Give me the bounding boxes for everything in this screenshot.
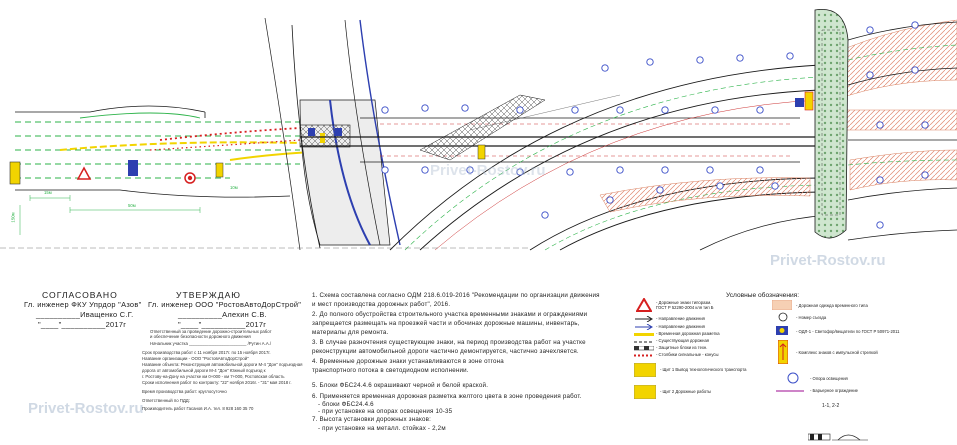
approval-left-role: Гл. инженер ФКУ Упрдор "Азов"	[24, 300, 142, 309]
dimension-label-15: 15м	[44, 190, 52, 195]
watermark-right: Privet-Rostov.ru	[770, 252, 886, 269]
warning-sign-icon	[636, 298, 652, 312]
details-line-1: Срок производства работ с 11 ноября 2017…	[142, 350, 271, 355]
note-line: 2. До полного обустройства строительного…	[312, 311, 588, 318]
responsible-line-2: и обеспечение безопасности дорожного дви…	[150, 334, 251, 339]
existing-marking-icon	[634, 341, 654, 343]
note-line: 4. Временные дорожные знаки устанавливаю…	[312, 358, 504, 365]
legend-item: - Временная дорожная разметка	[656, 331, 720, 336]
temp-pavement-icon	[772, 300, 792, 310]
barrier-icon	[776, 390, 804, 392]
approval-right-heading: УТВЕРЖДАЮ	[176, 290, 241, 300]
signal-light-icon	[776, 326, 788, 335]
dimension-label-10: 10м	[230, 185, 238, 190]
note-line: 1. Схема составлена согласно ОДМ 218.6.0…	[312, 292, 600, 299]
ramp-number-icon	[778, 312, 788, 322]
legend-item: - Защитные блоки из техн.	[656, 345, 708, 350]
watermark-bottom-left: Privet-Rostov.ru	[28, 400, 144, 417]
note-line: - при установке на металл. стойках - 2,2…	[318, 425, 446, 432]
responsible-line-3: Начальник участка ______________________…	[150, 341, 272, 346]
details-line-3: Название объекта: Реконструкция автомоби…	[142, 362, 303, 367]
legend-item: - Направление движения	[656, 316, 705, 321]
approval-left-heading: СОГЛАСОВАНО	[42, 290, 118, 300]
note-line: реконструкции автомобильной дороги части…	[312, 348, 579, 355]
details-line-8: Ответственный по ПДД:	[142, 398, 190, 403]
note-line: 5. Блоки ФБС24.4.6 окрашивают черной и б…	[312, 382, 489, 389]
responsible-line-1: Ответственный за проведение дорожно-стро…	[150, 329, 272, 334]
temp-marking-icon	[634, 333, 654, 336]
legend-item: - Щит 1 Вывод технологического транспорт…	[660, 367, 747, 372]
details-line-5: г. Ростову-на-Дону на участке км 0+000 -…	[142, 374, 285, 379]
protective-blocks-icon	[634, 346, 654, 351]
details-line-4: дорога от автомобильной дороги М-4 "Дон"…	[142, 368, 266, 373]
legend-item: - Дорожные знаки типоразм. ГОСТ Р 52290-…	[656, 300, 714, 310]
section-detail-icon	[808, 433, 868, 441]
approval-right-role: Гл. инженер ООО "РостовАвтоДорСтрой"	[148, 300, 302, 309]
shield-1-icon	[634, 363, 656, 377]
arrow-right-icon	[635, 316, 653, 322]
note-line: запрещается размещать на проезжей части …	[312, 320, 580, 327]
section-label: 1-1, 2-2	[822, 403, 840, 409]
approval-right-date: "____"__________2017г	[178, 320, 267, 329]
legend-item: - Существующая дорожная	[656, 338, 710, 343]
note-line: материалы для ремонта.	[312, 329, 389, 336]
legend-title: Условные обозначения:	[726, 292, 800, 299]
details-line-7: Время производства работ: круглосуточно	[142, 389, 227, 394]
legend-item: - Комплекс знаков с импульсной стрелкой	[796, 350, 878, 355]
approval-left-date: "____"__________2017г	[38, 320, 127, 329]
shield-2-icon	[634, 385, 656, 399]
legend-item: - Направление движения	[656, 324, 705, 329]
arrow-sign-complex-icon	[778, 340, 788, 364]
lighting-pole-icon	[787, 372, 799, 384]
approval-right-signature: __________Алехин С.В.	[178, 310, 267, 319]
road-plan-drawing	[0, 8, 957, 251]
dimension-label-150: 150м	[10, 212, 16, 223]
note-line: 7. Высота установки дорожных знаков:	[312, 416, 431, 423]
details-line-6: Сроки исполнения работ по контракту: "22…	[142, 380, 292, 385]
legend-item: - Дорожная одежда временного типа	[796, 303, 868, 308]
note-line: и мест производства дорожных работ", 201…	[312, 301, 451, 308]
approval-left-signature: __________Иващенко С.Г.	[36, 310, 134, 319]
details-line-2: Название организации - ООО "РостовАвтоДо…	[142, 356, 249, 361]
note-line: - блоки ФБС24.4.6	[318, 401, 374, 408]
note-line: - при установке на опорах освещения 10-3…	[318, 408, 453, 415]
watermark-center: Privet-Rostov.ru	[430, 162, 546, 179]
note-line: 6. Применяется временная дорожная размет…	[312, 393, 582, 400]
legend-item: - Барьерное ограждение	[810, 388, 859, 393]
legend-item: - Столбики сигнальные - конусы	[656, 352, 719, 357]
legend-item: - ОДЛ-1 - Светофор/вещатели по ГОСТ Р 50…	[796, 329, 900, 334]
note-line: 3. В случае разночтения существующие зна…	[312, 339, 586, 346]
arrow-right-icon	[635, 324, 653, 330]
legend-item: - Номер съезда	[796, 315, 827, 320]
cones-icon	[634, 354, 654, 357]
legend-item: - Опора освещения	[810, 376, 848, 381]
note-line: транспортного потока в светодиодном испо…	[312, 367, 469, 374]
legend-item: - Щит 2 Дорожные работы	[660, 389, 712, 394]
dimension-label-50: 50м	[128, 203, 136, 208]
left-approach-markings	[15, 112, 300, 179]
details-line-9: Производитель работ Гасанов И.А. тел. 8 …	[142, 406, 254, 411]
